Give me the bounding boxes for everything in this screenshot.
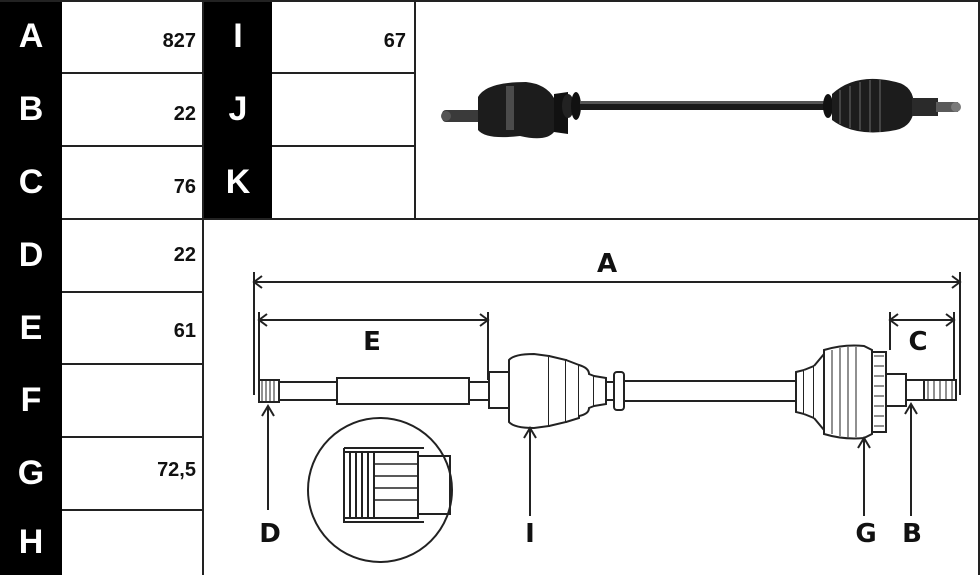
row-value-b: 22 xyxy=(173,103,196,125)
dim-e-arrow xyxy=(257,313,268,327)
dim-e-arrow xyxy=(479,313,490,327)
row-value-e: 61 xyxy=(173,320,196,342)
dim-a-arrow xyxy=(951,275,962,289)
row-label-g: G xyxy=(0,437,62,510)
row-label-f: F xyxy=(0,364,62,437)
row-label-i: I xyxy=(204,0,272,73)
spline-detail-icon xyxy=(307,417,453,563)
drive-shaft-outline-icon xyxy=(258,344,957,440)
callout-b-label: B xyxy=(902,519,922,549)
row-value-g: 72,5 xyxy=(157,459,196,481)
row-label-e: E xyxy=(0,292,62,364)
row-value-i: 67 xyxy=(383,30,406,52)
dim-e-label: E xyxy=(363,327,381,357)
dim-a-label: A xyxy=(597,249,617,279)
callout-b-arrow xyxy=(904,402,918,415)
callout-i-label: I xyxy=(525,519,535,549)
callout-d-arrow xyxy=(261,404,275,417)
dim-c-arrow xyxy=(888,313,899,327)
grid-line xyxy=(62,291,202,293)
row-value-c: 76 xyxy=(173,176,196,198)
row-label-b: B xyxy=(0,73,62,146)
grid-line xyxy=(414,0,416,219)
product-photo xyxy=(441,78,961,139)
dim-c-label: C xyxy=(908,327,927,357)
technical-drawing: A E C D I G B xyxy=(252,249,962,563)
grid-line xyxy=(272,72,414,74)
callout-d-label: D xyxy=(259,519,281,549)
row-label-k: K xyxy=(204,146,272,219)
callout-g-arrow xyxy=(857,436,871,449)
row-label-c: C xyxy=(0,146,62,219)
grid-line xyxy=(0,0,980,2)
drive-shaft-photo-icon xyxy=(441,78,961,139)
row-value-d: 22 xyxy=(173,244,196,266)
dim-a-arrow xyxy=(252,275,263,289)
grid-line xyxy=(978,0,980,575)
grid-line xyxy=(62,218,202,220)
row-label-d: D xyxy=(0,219,62,292)
callout-g-label: G xyxy=(855,519,876,549)
row-value-a: 827 xyxy=(162,30,196,52)
dim-c-arrow xyxy=(945,313,956,327)
callout-i-arrow xyxy=(523,426,537,439)
grid-line xyxy=(62,363,202,365)
grid-line xyxy=(272,145,414,147)
row-label-a: A xyxy=(0,0,62,73)
grid-line xyxy=(202,0,204,575)
row-label-h: H xyxy=(0,510,62,575)
grid-line xyxy=(202,218,980,220)
grid-line xyxy=(62,145,202,147)
grid-line xyxy=(62,436,202,438)
grid-line xyxy=(62,72,202,74)
grid-line xyxy=(62,509,202,511)
row-label-j: J xyxy=(204,73,272,146)
